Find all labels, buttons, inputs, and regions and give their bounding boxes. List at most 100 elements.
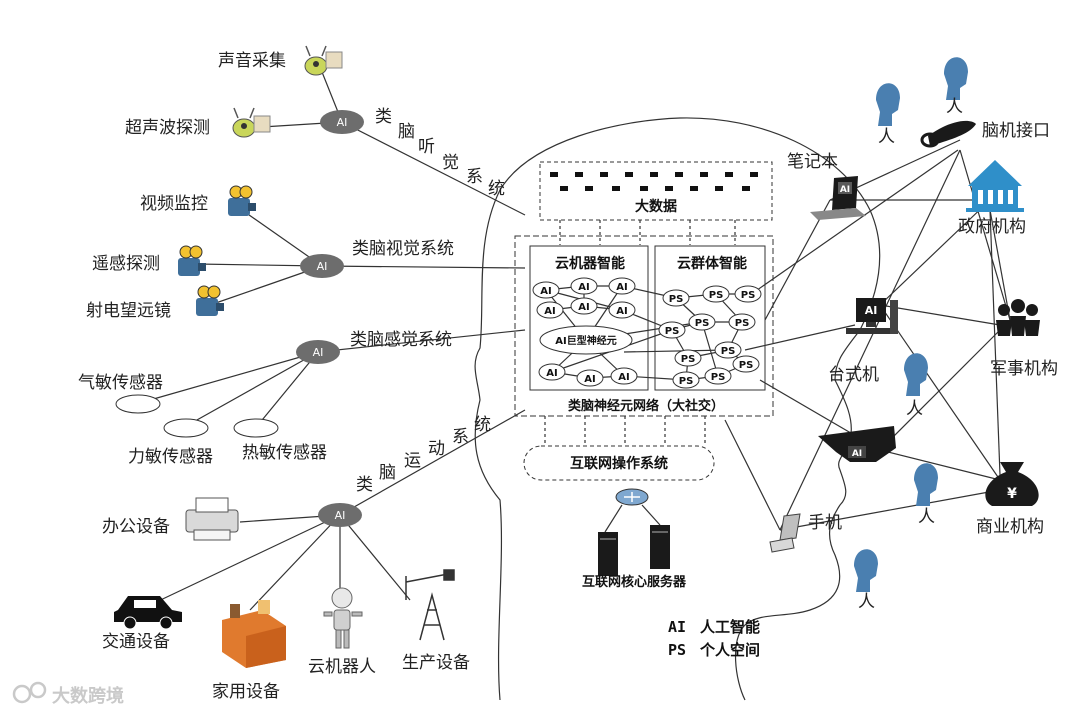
svg-text:AI: AI [540, 286, 551, 297]
production-equipment-label: 生产设备 [402, 653, 470, 673]
svg-text:AI: AI [317, 260, 328, 273]
os-links [544, 416, 706, 446]
military-label: 军事机构 [990, 359, 1058, 379]
person-icon [904, 353, 928, 396]
heat-sensor-label: 热敏传感器 [242, 443, 327, 463]
person-icon [854, 549, 878, 592]
phone-label: 手机 [808, 513, 842, 533]
svg-text:AI: AI [668, 618, 686, 636]
ps-node: PS [672, 371, 700, 389]
svg-text:个人空间: 个人空间 [699, 641, 760, 659]
legend: AI 人工智能 PS 个人空间 [668, 618, 760, 659]
business-label: 商业机构 [976, 517, 1044, 537]
remote-camera-icon [178, 245, 206, 276]
ai-node: AI [608, 301, 636, 319]
svg-text:听: 听 [418, 137, 435, 157]
svg-text:¥: ¥ [1007, 486, 1017, 502]
svg-text:AI: AI [544, 306, 555, 317]
bci-headset-icon [920, 120, 976, 148]
ai-node: AI [538, 363, 566, 381]
neural-network-outer-box [514, 235, 774, 417]
data-blocks [550, 172, 758, 191]
svg-text:系: 系 [452, 427, 469, 447]
server-links [604, 504, 661, 533]
svg-text:AI: AI [578, 282, 589, 293]
person-icon [876, 83, 900, 126]
ai-hub-vision: AI [300, 254, 344, 278]
ps-node: PS [732, 355, 760, 373]
ps-node: PS [658, 321, 686, 339]
gas-sensor-shape [115, 394, 161, 414]
telescope-label: 射电望远镜 [86, 301, 171, 321]
ps-node: PS [674, 349, 702, 367]
ps-node: PS [734, 285, 762, 303]
ps-node: PS [662, 289, 690, 307]
sound-capture-label: 声音采集 [218, 51, 286, 71]
svg-text:AI: AI [546, 368, 557, 379]
motion-system-label: 类 脑 运 动 系 统 [356, 415, 491, 495]
telescope-camera-icon [196, 285, 224, 316]
svg-text:PS: PS [739, 360, 754, 371]
person-label: 人 [858, 592, 875, 612]
ai-node: AI [570, 277, 598, 295]
desktop-label: 台式机 [828, 365, 879, 385]
router-icon [615, 488, 649, 506]
svg-text:PS: PS [695, 318, 710, 329]
internet-os-label: 互联网操作系统 [570, 455, 668, 472]
heat-sensor-shape [233, 418, 279, 438]
svg-text:AI: AI [865, 304, 878, 317]
svg-text:PS: PS [735, 318, 750, 329]
svg-text:大数跨境: 大数跨境 [52, 685, 124, 707]
vision-system-label: 类脑视觉系统 [352, 239, 454, 259]
person-label: 人 [906, 399, 923, 419]
person-icon [914, 463, 938, 506]
oil-pump-icon [405, 569, 455, 641]
cloud-swarm-box [654, 245, 766, 391]
cloud-swarm-label: 云群体智能 [677, 255, 747, 272]
video-monitor-label: 视频监控 [140, 194, 208, 214]
svg-text:脑: 脑 [398, 122, 415, 142]
svg-text:系: 系 [466, 167, 483, 187]
svg-text:AI: AI [584, 374, 595, 385]
svg-text:PS: PS [681, 354, 696, 365]
phone-icon [769, 513, 801, 553]
ai-hub-sense: AI [296, 340, 340, 364]
big-data-box [539, 161, 773, 221]
svg-text:觉: 觉 [442, 153, 459, 173]
neural-network-label: 类脑神经元网络（大社交） [568, 398, 724, 414]
svg-text:类: 类 [375, 107, 392, 127]
svg-text:AI: AI [618, 372, 629, 383]
vr-glasses-icon: AI [818, 426, 896, 462]
ai-node: AI [610, 367, 638, 385]
force-sensor-shape [163, 418, 209, 438]
person-icon [944, 57, 968, 100]
ps-node: PS [702, 285, 730, 303]
desktop-icon: AI [846, 298, 898, 334]
traffic-equipment-label: 交通设备 [102, 632, 170, 652]
ai-node: AI [532, 281, 560, 299]
svg-text:AI: AI [337, 116, 348, 129]
svg-text:动: 动 [428, 439, 445, 459]
cloud-robot-label: 云机器人 [308, 657, 376, 677]
printer-icon [185, 497, 239, 541]
core-servers-label: 互联网核心服务器 [582, 574, 687, 590]
ai-giant-neuron: AI巨型神经元 [539, 325, 633, 355]
home-equipment-label: 家用设备 [212, 682, 280, 702]
home-box-icon [222, 600, 286, 668]
office-equipment-label: 办公设备 [102, 517, 170, 537]
ps-node: PS [728, 313, 756, 331]
robot-icon [323, 587, 363, 649]
hearing-system-label: 类 脑 听 觉 系 统 [375, 107, 505, 199]
svg-text:AI: AI [313, 346, 324, 359]
svg-text:脑: 脑 [379, 463, 396, 483]
car-icon [114, 596, 182, 630]
svg-text:PS: PS [668, 641, 686, 659]
laptop-label: 笔记本 [787, 152, 838, 172]
svg-text:统: 统 [474, 415, 491, 435]
head-outline [474, 117, 881, 701]
money-bag-icon: ¥ [985, 462, 1039, 506]
svg-text:PS: PS [665, 326, 680, 337]
sense-system-label: 类脑感觉系统 [350, 330, 452, 350]
cloud-machine-label: 云机器智能 [555, 255, 625, 272]
